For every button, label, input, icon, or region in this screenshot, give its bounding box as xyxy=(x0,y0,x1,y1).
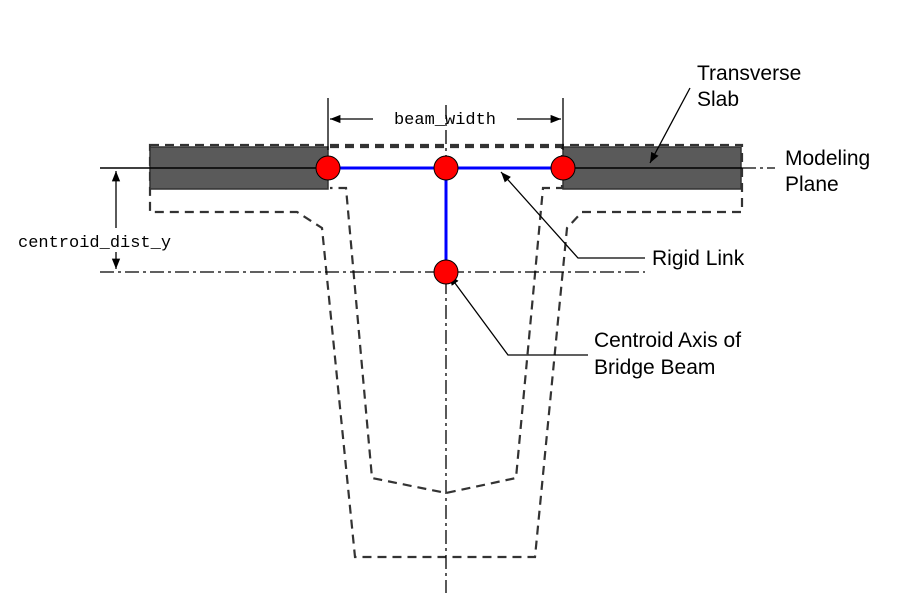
transverse-slab-label-line2: Slab xyxy=(697,88,739,111)
nodes xyxy=(315,155,576,285)
centroid-axis-label-line1: Centroid Axis of xyxy=(594,329,741,352)
modeling-plane-label-line2: Plane xyxy=(785,173,839,196)
beam-width-dimension: beam_width xyxy=(327,98,564,150)
rigid-link-leader xyxy=(500,171,645,259)
modeling-plane-label-line1: Modeling xyxy=(785,147,870,170)
centroid-axis-label: Centroid Axis of Bridge Beam xyxy=(594,329,747,379)
beam-outer-outline xyxy=(148,143,744,559)
transverse-slab-label-line1: Transverse xyxy=(697,62,801,85)
centroid-dist-y-dimension: centroid_dist_y xyxy=(18,171,171,269)
node-centroid xyxy=(433,259,459,285)
beam-width-label: beam_width xyxy=(394,111,496,130)
leader-lines xyxy=(448,87,691,356)
centroid-axis-label-line2: Bridge Beam xyxy=(594,356,715,379)
node-right xyxy=(550,155,576,181)
rigid-link-label: Rigid Link xyxy=(652,247,745,270)
transverse-slab-leader xyxy=(649,87,691,164)
node-left xyxy=(315,155,341,181)
rigid-link xyxy=(328,166,563,272)
centroid-dist-y-label: centroid_dist_y xyxy=(18,234,171,253)
centroid-axis-leader xyxy=(448,274,588,356)
node-center xyxy=(433,155,459,181)
modeling-plane-label: Modeling Plane xyxy=(785,147,876,196)
transverse-slab-label: Transverse Slab xyxy=(697,62,807,111)
